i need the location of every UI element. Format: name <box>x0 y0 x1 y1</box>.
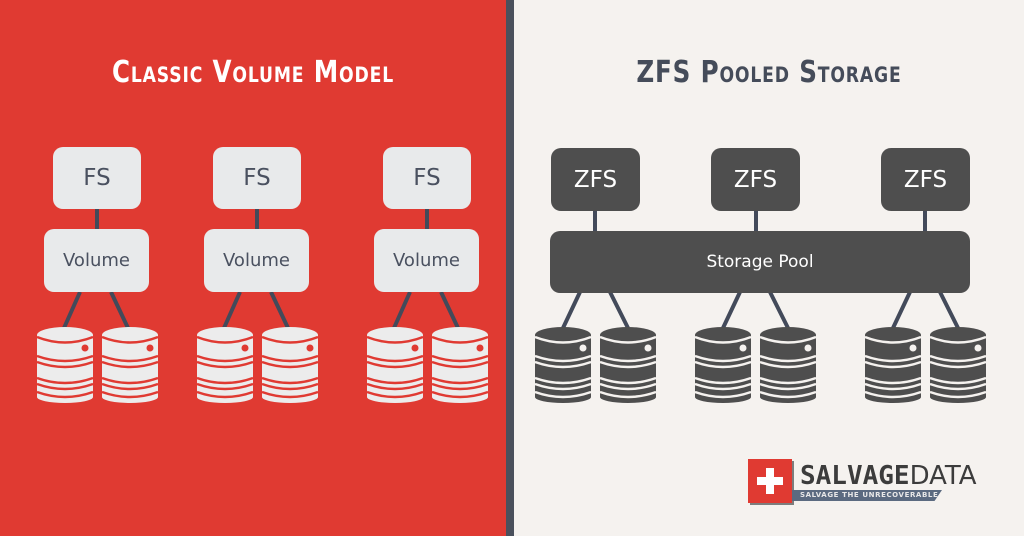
volume-label: Volume <box>223 250 290 271</box>
zfs-label: ZFS <box>903 166 948 193</box>
zfs-box-3: ZFS <box>881 148 970 211</box>
logo-wordmark: SALVAGEDATA <box>800 461 977 491</box>
disk-icon <box>863 326 923 403</box>
disk-icon <box>758 326 818 403</box>
classic-volume-title: Classic Volume Model <box>111 55 395 90</box>
fs-box-2: FS <box>213 147 301 209</box>
logo-name-bold: SALVAGE <box>800 461 910 491</box>
zfs-box-2: ZFS <box>711 148 800 211</box>
fs-box-1: FS <box>53 147 141 209</box>
volume-box-1: Volume <box>44 229 149 292</box>
disk-icon <box>533 326 593 403</box>
plus-cross-icon <box>748 459 792 503</box>
zfs-label: ZFS <box>733 166 778 193</box>
salvagedata-logo: SALVAGEDATA SALVAGE THE UNRECOVERABLE <box>748 459 988 505</box>
fs-label: FS <box>413 165 441 191</box>
zfs-box-1: ZFS <box>551 148 640 211</box>
disk-icon <box>430 326 490 403</box>
fs-label: FS <box>243 165 271 191</box>
storage-pool-box: Storage Pool <box>550 231 970 293</box>
logo-name-light: DATA <box>909 461 977 491</box>
disk-icon <box>195 326 255 403</box>
disk-icon <box>260 326 320 403</box>
volume-box-2: Volume <box>204 229 309 292</box>
volume-label: Volume <box>63 250 130 271</box>
fs-label: FS <box>83 165 111 191</box>
fs-box-3: FS <box>383 147 471 209</box>
zfs-label: ZFS <box>573 166 618 193</box>
disk-icon <box>598 326 658 403</box>
zfs-pooled-title: ZFS Pooled Storage <box>636 55 902 90</box>
volume-box-3: Volume <box>374 229 479 292</box>
logo-tagline: SALVAGE THE UNRECOVERABLE <box>792 490 942 501</box>
storage-pool-label: Storage Pool <box>706 252 814 272</box>
disk-icon <box>928 326 988 403</box>
disk-icon <box>365 326 425 403</box>
volume-label: Volume <box>393 250 460 271</box>
disk-icon <box>693 326 753 403</box>
disk-icon <box>100 326 160 403</box>
disk-icon <box>35 326 95 403</box>
panel-divider <box>506 0 514 536</box>
